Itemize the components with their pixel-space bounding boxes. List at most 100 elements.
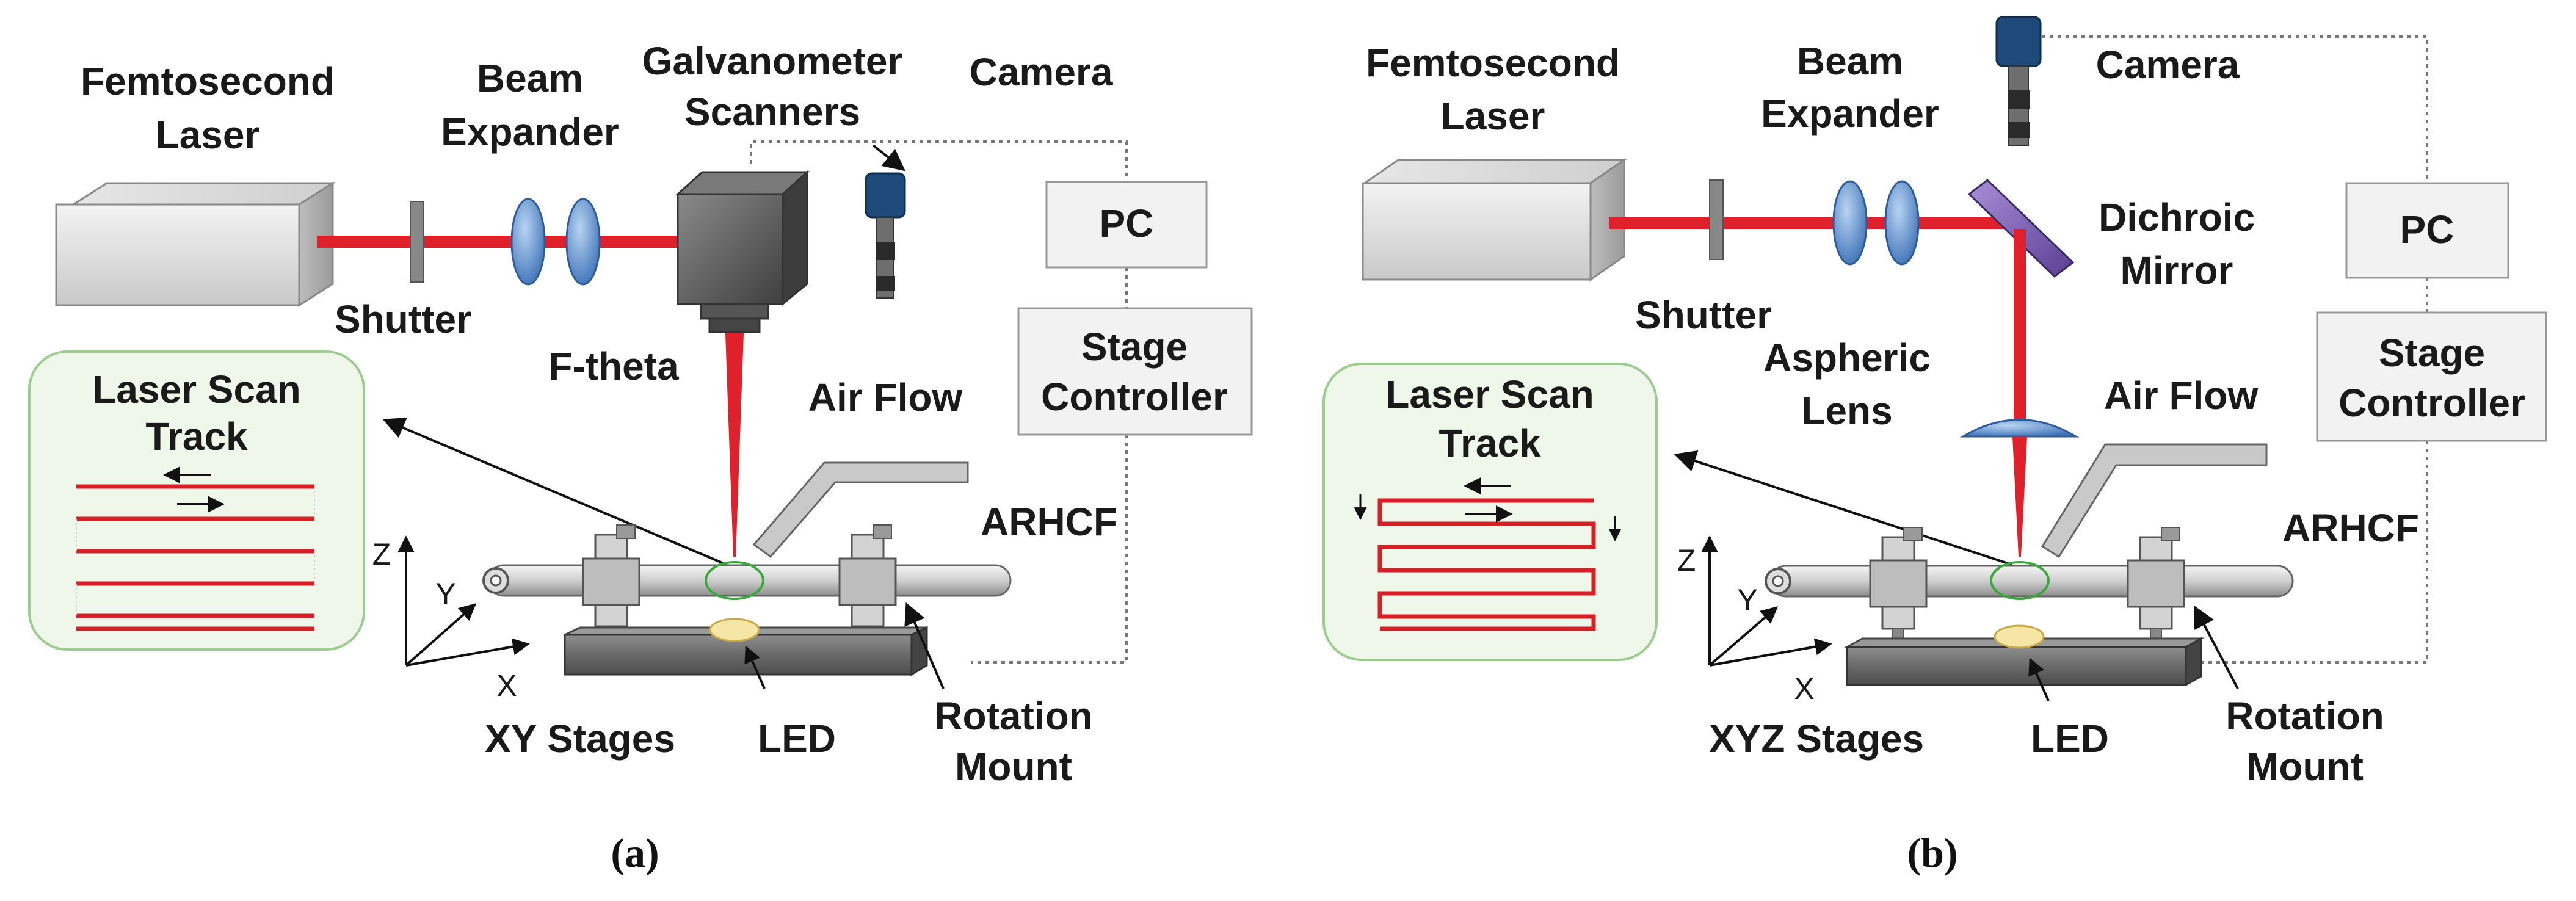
expander-lens-2-b (1884, 180, 1920, 266)
label-led-b: LED (2031, 717, 2109, 761)
label-femtosecond: Femtosecond (81, 59, 335, 103)
label-mirror: Mirror (2121, 248, 2233, 292)
label-expander: Expander (441, 110, 619, 154)
focused-beam-b (2012, 436, 2027, 557)
laser-beam-horizontal-b (1609, 217, 2025, 229)
camera-pointer (872, 144, 905, 172)
label-laser-scan: Laser Scan (92, 367, 301, 411)
pc-box (1045, 181, 1208, 269)
label-beam: Beam (477, 56, 583, 100)
label-expander-b: Expander (1761, 92, 1939, 136)
focused-beam (725, 333, 744, 557)
panel-b: Femtosecond Laser Beam Expander Camera D… (1322, 16, 2547, 876)
label-camera: Camera (970, 50, 1113, 94)
focus-spot-circle (705, 561, 764, 600)
scan-track-lines-a (76, 484, 315, 631)
caption-b: (b) (1907, 830, 1957, 876)
caption-a: (a) (611, 830, 659, 876)
label-controller: Controller (1041, 375, 1228, 419)
label-galvanometer: Galvanometer (642, 39, 903, 83)
axis-label-x-b: X (1794, 671, 1814, 706)
axes-b (1701, 535, 1832, 667)
label-camera-b: Camera (2096, 43, 2240, 87)
label-stages-b: XYZ Stages (1709, 717, 1924, 761)
xyz-stage (1843, 637, 2205, 687)
camera (865, 172, 906, 299)
label-arhcf-b: ARHCF (2282, 506, 2419, 550)
label-rotation-b: Rotation (2226, 694, 2384, 738)
stage-controller-box (1017, 307, 1253, 436)
expander-lens-1-b (1832, 180, 1868, 266)
label-track: Track (145, 414, 248, 458)
fiber-core (490, 574, 502, 587)
laser-scan-track-panel-b (1322, 363, 1658, 661)
axis-label-z: Z (372, 537, 391, 571)
arhcf-fiber-b (1769, 565, 2294, 598)
label-ftheta: F-theta (548, 344, 679, 388)
camera-cable-b (2018, 35, 2428, 183)
arhcf-fiber (487, 564, 1012, 597)
scan-track-serpentine (1377, 498, 1596, 631)
label-track-b: Track (1439, 421, 1541, 465)
label-mount: Mount (955, 745, 1072, 789)
label-dichroic: Dichroic (2099, 195, 2255, 239)
label-mount-b: Mount (2246, 745, 2364, 789)
label-stage: Stage (1081, 325, 1188, 369)
panel-a: Femtosecond Laser Beam Expander Galvanom… (28, 39, 1253, 876)
camera-b (1995, 16, 2042, 146)
axis-label-x: X (496, 668, 517, 703)
rotation-mount-pointer (904, 602, 945, 689)
led-pointer (744, 645, 766, 689)
led-pointer-b (2028, 657, 2050, 701)
air-flow-nozzle-b (2041, 443, 2268, 559)
fiber-holder-right-b (2127, 527, 2185, 650)
label-air-flow: Air Flow (808, 375, 963, 419)
label-laser-scan-b: Laser Scan (1385, 372, 1594, 416)
controller-cable (971, 435, 1128, 664)
rotation-mount-pointer-b (2194, 605, 2239, 689)
expander-lens-2 (565, 198, 601, 286)
label-laser: Laser (156, 113, 260, 157)
shutter (410, 201, 424, 283)
label-beam-b: Beam (1797, 39, 1903, 83)
label-lens: Lens (1801, 389, 1892, 433)
pc-box-b (2345, 182, 2509, 279)
camera-cable (750, 140, 1128, 201)
axis-label-y-b: Y (1737, 583, 1757, 617)
laser-scan-track-panel (28, 350, 365, 651)
galvanometer-scanner (675, 170, 810, 333)
led (709, 618, 760, 642)
led-b (1994, 624, 2045, 649)
label-scanners: Scanners (684, 90, 860, 134)
label-stage-b: Stage (2379, 331, 2485, 375)
dichroic-mirror (1967, 179, 2075, 278)
label-rotation: Rotation (934, 694, 1093, 738)
stage-controller-box-b (2316, 311, 2547, 442)
expander-lens-1 (510, 198, 546, 286)
label-controller-b: Controller (2338, 381, 2525, 425)
controller-cable-b (2192, 441, 2428, 664)
air-flow-nozzle (752, 461, 969, 559)
zoom-pointer-b (1674, 450, 2012, 566)
focus-spot-circle-b (1990, 561, 2050, 600)
laser-beam-vertical-b (2014, 229, 2026, 423)
laser-beam-horizontal (317, 236, 684, 248)
zoom-pointer (382, 418, 727, 566)
axis-label-y: Y (435, 577, 455, 611)
label-shutter-b: Shutter (1635, 293, 1772, 337)
label-air-flow-b: Air Flow (2104, 374, 2259, 418)
label-pc: PC (1100, 201, 1154, 245)
fiber-core-b (1772, 575, 1784, 587)
label-led: LED (758, 717, 836, 761)
femtosecond-laser-box-b (1362, 158, 1627, 281)
axis-label-z-b: Z (1677, 543, 1696, 577)
label-stages: XY Stages (485, 717, 675, 761)
fiber-holder-left-b (1869, 527, 1928, 650)
axes-a (397, 535, 530, 667)
label-shutter: Shutter (335, 297, 471, 341)
label-aspheric: Aspheric (1763, 336, 1931, 380)
shutter-b (1709, 179, 1724, 260)
label-laser-b: Laser (1441, 94, 1545, 138)
label-femtosecond-b: Femtosecond (1366, 41, 1620, 85)
